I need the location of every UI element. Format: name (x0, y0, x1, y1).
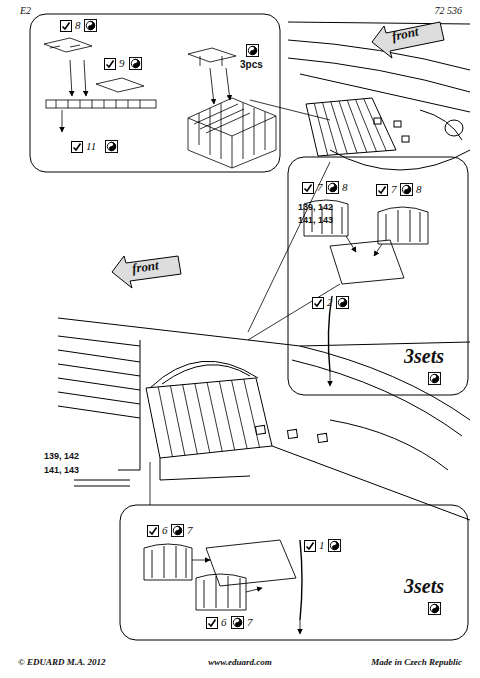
bay-rib (170, 386, 184, 456)
bay-insert (188, 98, 276, 168)
callout-number: 9 (119, 58, 125, 69)
callout-number: 7 (187, 525, 193, 536)
bay-rib (207, 382, 222, 451)
callout-number: 6 (162, 525, 168, 536)
quantity-note: 3sets (404, 346, 444, 366)
callout-number: 7 (391, 184, 397, 195)
origin-note: Made in Czech Republic (371, 658, 462, 667)
bay-rib (331, 102, 348, 154)
direction-arrow (372, 22, 444, 58)
direction-label: front (131, 258, 159, 275)
callout-number: 7 (317, 182, 323, 193)
bay-rib (158, 387, 172, 457)
callout-number: 8 (75, 20, 81, 31)
callout-number: 8 (342, 182, 348, 193)
bay-rib (244, 379, 260, 447)
detail-panel (30, 14, 280, 172)
icon-set (61, 19, 441, 628)
fuselage-section (288, 22, 470, 170)
part-reference: 139, 142 (298, 203, 333, 212)
callout-number: 11 (86, 141, 96, 152)
fit-arrow (248, 236, 382, 386)
sheet-number: E2 (20, 6, 31, 16)
part-reference: 139, 142 (44, 452, 79, 461)
fit-arrow (62, 60, 230, 132)
bay-rib (347, 100, 367, 152)
bay-rib (364, 99, 387, 151)
fit-arrow (192, 560, 300, 634)
bay-rib (232, 380, 248, 448)
callout-number: 1 (319, 540, 325, 551)
direction-label: front (391, 25, 420, 43)
bay-rib (314, 103, 328, 155)
leader-line (150, 462, 151, 505)
leader-line (248, 162, 330, 332)
etched-strips (44, 38, 236, 108)
part-reference: 141, 143 (298, 216, 333, 225)
website: www.eduard.com (208, 658, 272, 667)
bay-rib (323, 103, 338, 155)
quantity-note: 3pcs (240, 60, 263, 70)
quantity-note: 3sets (404, 576, 444, 596)
bay-rib (356, 100, 377, 152)
direction-arrow (112, 256, 181, 288)
callout-number: 2 (327, 297, 333, 308)
fuselage-section (58, 318, 470, 520)
callout-number: 8 (416, 184, 422, 195)
frame-part (144, 540, 302, 620)
kit-number: 72 536 (435, 6, 463, 16)
bay-rib (219, 381, 234, 450)
bay-rib (195, 384, 210, 453)
callout-number: 6 (221, 617, 227, 628)
copyright-note: © EDUARD M.A. 2012 (18, 658, 106, 667)
bay-rib (339, 101, 357, 153)
callout-number: 7 (247, 617, 253, 628)
bay-rib (183, 385, 198, 454)
detail-panel (120, 505, 468, 640)
part-reference: 141, 143 (44, 466, 79, 475)
